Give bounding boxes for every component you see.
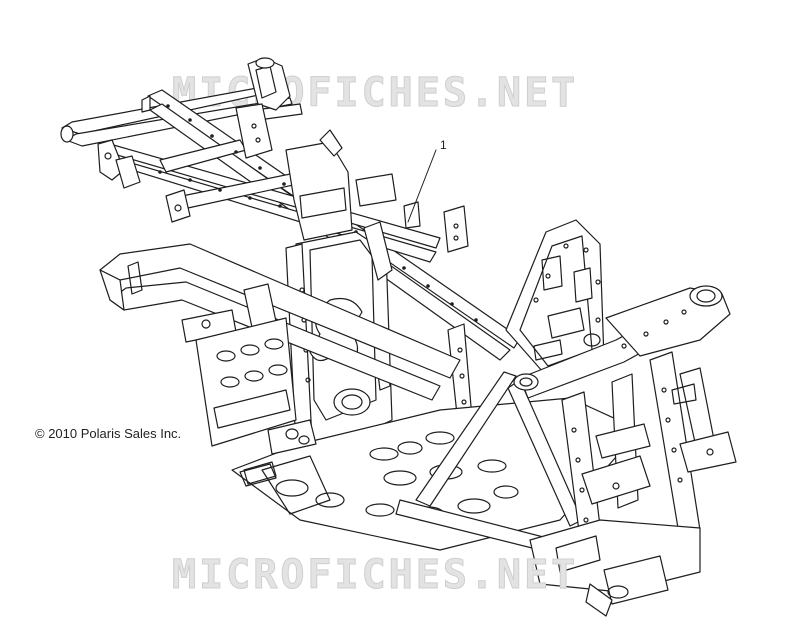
left-hook-bracket <box>97 139 141 189</box>
front-crossbar <box>513 285 731 399</box>
upper-rail-rear <box>99 143 441 263</box>
front-arm-brackets <box>581 383 737 505</box>
center-block <box>285 129 469 253</box>
mid-hook-bracket <box>165 189 191 223</box>
callout-leader-line <box>407 149 437 223</box>
rear-bottom-mounts <box>243 419 317 485</box>
front-upright-plate <box>505 219 605 381</box>
copyright-text: © 2010 Polaris Sales Inc. <box>35 426 182 441</box>
callout-number: 1 <box>440 138 447 152</box>
front-base <box>529 519 701 617</box>
top-tower-bracket <box>235 57 291 159</box>
rear-lower-ladder <box>195 317 297 447</box>
